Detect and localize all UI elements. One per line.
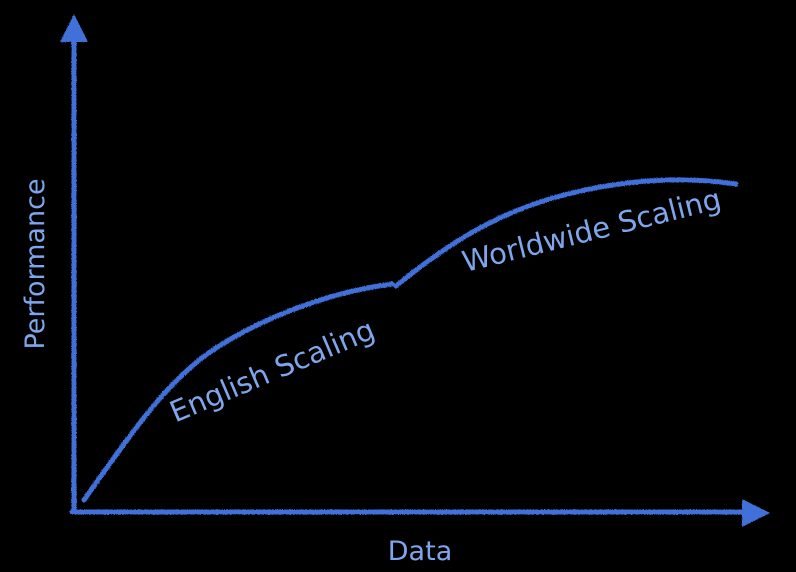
y-axis-arrowhead — [60, 14, 88, 42]
y-axis — [60, 14, 88, 515]
x-axis-label: Data — [388, 536, 452, 567]
x-axis-arrowhead — [742, 499, 770, 527]
y-axis-label: Performance — [20, 178, 51, 349]
worldwide-scaling-label: Worldwide Scaling — [459, 182, 725, 279]
worldwide-scaling-curve — [393, 177, 739, 289]
x-axis — [69, 499, 770, 527]
english-scaling-curve — [81, 281, 395, 503]
english-scaling-label: English Scaling — [165, 312, 380, 429]
